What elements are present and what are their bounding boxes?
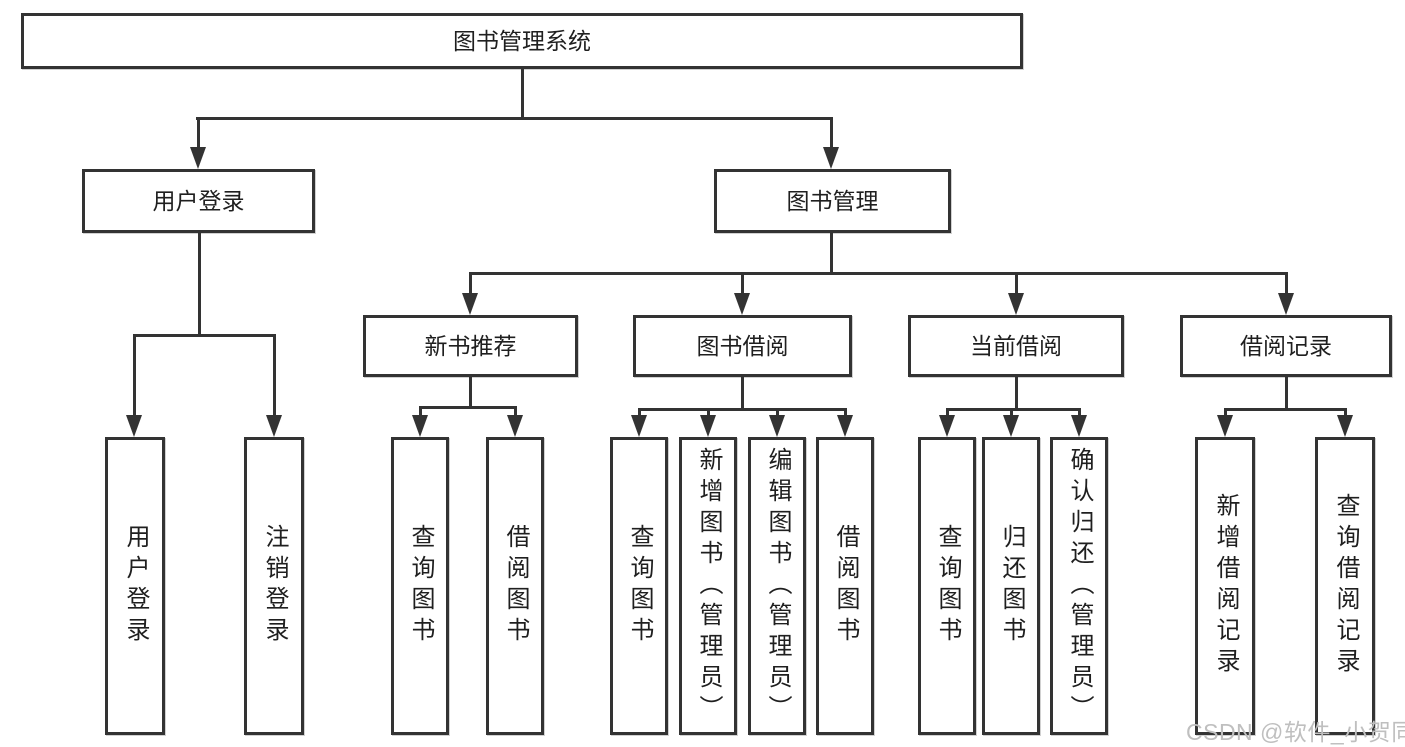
arrowhead-down-icon: [823, 147, 839, 169]
connector-line: [638, 408, 641, 417]
node-label: 归还图书: [998, 524, 1025, 648]
leaf-edit-books-admin: 编辑图书（管理员）: [748, 437, 806, 735]
node-label: 借阅图书: [502, 524, 529, 648]
connector-line: [1285, 272, 1288, 295]
node-label: 图书管理系统: [453, 27, 591, 54]
leaf-add-books-admin: 新增图书（管理员）: [679, 437, 737, 735]
connector-line: [638, 408, 847, 411]
arrowhead-down-icon: [1278, 293, 1294, 315]
node-label: 图书借阅: [696, 332, 789, 359]
node-new-book-recommend: 新书推荐: [363, 315, 578, 377]
connector-line: [1010, 408, 1013, 417]
arrowhead-down-icon: [1008, 293, 1024, 315]
leaf-query-borrow-record: 查询借阅记录: [1315, 437, 1375, 735]
node-label: 图书管理: [786, 187, 879, 214]
node-current-borrow: 当前借阅: [908, 315, 1124, 377]
connector-line: [273, 334, 276, 417]
node-label: 确认归还（管理员）: [1066, 446, 1093, 726]
node-book-borrow: 图书借阅: [633, 315, 852, 377]
node-label: 新增借阅记录: [1212, 493, 1239, 679]
node-label: 查询图书: [626, 524, 653, 648]
leaf-confirm-return-admin: 确认归还（管理员）: [1050, 437, 1108, 735]
connector-line: [1224, 408, 1227, 417]
node-label: 用户登录: [122, 524, 149, 648]
node-label: 编辑图书（管理员）: [764, 446, 791, 726]
leaf-add-borrow-record: 新增借阅记录: [1195, 437, 1255, 735]
leaf-borrow-books: 借阅图书: [816, 437, 874, 735]
leaf-user-login: 用户登录: [105, 437, 165, 735]
node-label: 查询图书: [407, 524, 434, 648]
leaf-return-books: 归还图书: [982, 437, 1040, 735]
connector-line: [198, 232, 201, 336]
arrowhead-down-icon: [700, 415, 716, 437]
connector-line: [741, 377, 744, 410]
connector-line: [741, 272, 744, 295]
connector-line: [521, 69, 524, 119]
arrowhead-down-icon: [412, 415, 428, 437]
connector-line: [419, 406, 517, 409]
node-label: 借阅记录: [1240, 332, 1332, 359]
arrowhead-down-icon: [769, 415, 785, 437]
connector-line: [469, 272, 1288, 275]
connector-line: [197, 117, 200, 149]
connector-line: [514, 406, 517, 417]
connector-line: [1285, 377, 1288, 410]
connector-line: [844, 408, 847, 417]
node-label: 新书推荐: [424, 332, 517, 359]
node-user-login: 用户登录: [82, 169, 315, 233]
leaf-logout: 注销登录: [244, 437, 304, 735]
node-book-management: 图书管理: [714, 169, 951, 233]
node-label: 新增图书（管理员）: [695, 446, 722, 726]
node-label: 查询借阅记录: [1332, 493, 1359, 679]
connector-line: [469, 377, 472, 408]
connector-line: [946, 408, 949, 417]
leaf-query-books-borrow: 查询图书: [610, 437, 668, 735]
node-label: 借阅图书: [832, 524, 859, 648]
arrowhead-down-icon: [126, 415, 142, 437]
arrowhead-down-icon: [631, 415, 647, 437]
leaf-query-books-recommend: 查询图书: [391, 437, 449, 735]
leaf-borrow-books-recommend: 借阅图书: [486, 437, 544, 735]
connector-line: [946, 408, 1080, 411]
connector-line: [1015, 377, 1018, 410]
arrowhead-down-icon: [190, 147, 206, 169]
arrowhead-down-icon: [1071, 415, 1087, 437]
connector-line: [776, 408, 779, 417]
connector-line: [469, 272, 472, 295]
node-label: 当前借阅: [970, 332, 1062, 359]
connector-line: [830, 232, 833, 274]
arrowhead-down-icon: [1337, 415, 1353, 437]
connector-line: [419, 406, 422, 417]
watermark-text: CSDN @软件_小贺同学: [1186, 719, 1405, 745]
connector-line: [830, 117, 833, 149]
node-library-management-system: 图书管理系统: [21, 13, 1023, 69]
connector-line: [1224, 408, 1346, 411]
node-label: 注销登录: [261, 524, 288, 648]
arrowhead-down-icon: [837, 415, 853, 437]
arrowhead-down-icon: [1003, 415, 1019, 437]
connector-line: [1015, 272, 1018, 295]
arrowhead-down-icon: [939, 415, 955, 437]
arrowhead-down-icon: [462, 293, 478, 315]
connector-line: [133, 334, 275, 337]
node-borrow-records: 借阅记录: [1180, 315, 1392, 377]
connector-line: [1344, 408, 1347, 417]
connector-line: [133, 334, 136, 417]
arrowhead-down-icon: [507, 415, 523, 437]
connector-line: [196, 117, 833, 120]
arrowhead-down-icon: [266, 415, 282, 437]
leaf-query-books-current: 查询图书: [918, 437, 976, 735]
connector-line: [1078, 408, 1081, 417]
node-label: 用户登录: [152, 187, 245, 214]
arrowhead-down-icon: [1217, 415, 1233, 437]
connector-line: [707, 408, 710, 417]
arrowhead-down-icon: [734, 293, 750, 315]
node-label: 查询图书: [934, 524, 961, 648]
